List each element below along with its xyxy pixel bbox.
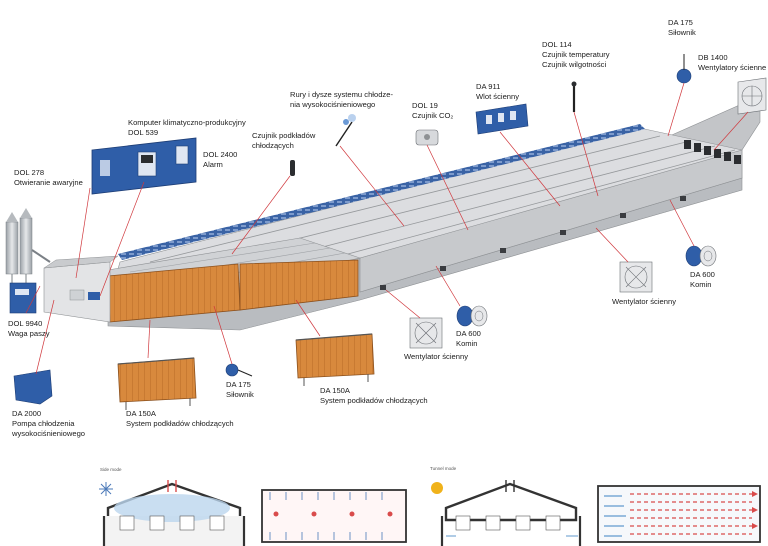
wall-fan-mid — [409, 317, 443, 349]
cooling-pad-unit-left — [117, 357, 197, 410]
snowflake-icon — [99, 482, 113, 496]
label-wall-fan-right: Wentylator ścienny — [612, 297, 677, 306]
wall-fan-right — [619, 261, 653, 293]
label-pipes: Rury i dysze systemu chłodze- nia wysoko… — [290, 90, 393, 109]
actuator-top — [676, 68, 692, 84]
feed-scale-unit — [9, 282, 37, 314]
label-da2000: DA 2000 Pompa chłodzenia wysokociśnienio… — [12, 409, 86, 438]
chimney-mid — [456, 305, 488, 327]
cooling-pad-right — [239, 259, 359, 311]
sun-icon — [431, 482, 443, 494]
label-dol278: DOL 278 Otwieranie awaryjne — [14, 168, 83, 187]
wall-fan-large — [737, 77, 767, 115]
feed-silos — [5, 208, 51, 286]
tunnel-mode-plan — [597, 485, 761, 543]
label-da175-top: DA 175 Siłownik — [668, 18, 696, 37]
label-dol2400: DOL 2400 Alarm — [203, 150, 238, 169]
cooling-pump — [13, 369, 53, 405]
tunnel-mode-section — [440, 480, 582, 546]
label-da150a-left: DA 150A System podkładów chłodzących — [126, 409, 234, 428]
side-mode-section — [102, 480, 246, 546]
label-wall-fan-mid: Wentylator ścienny — [404, 352, 469, 361]
side-mode-label: Side mode — [100, 467, 122, 472]
label-db1400: DB 1400 Wentylatory ścienne — [698, 53, 767, 72]
high-pressure-nozzle — [335, 114, 356, 147]
label-da911: DA 911 Wlot ścienny — [476, 82, 520, 101]
side-mode-plan — [261, 489, 407, 543]
leader-lines — [25, 82, 749, 375]
actuator-bottom — [225, 363, 239, 377]
label-dol114: DOL 114 Czujnik temperatury Czujnik wilg… — [542, 40, 610, 69]
label-da150a-mid: DA 150A System podkładów chłodzących — [320, 386, 428, 405]
chimney-right — [685, 245, 717, 267]
pad-sensor — [290, 160, 295, 176]
cooling-pad-unit-mid — [295, 333, 375, 386]
label-dol9940: DOL 9940 Waga paszy — [8, 319, 50, 338]
label-dol19: DOL 19 Czujnik CO₂ — [412, 101, 454, 120]
climate-computer-panel — [91, 137, 197, 195]
wall-inlet-strip — [118, 124, 645, 260]
tunnel-mode-label: Tunnel mode — [430, 466, 457, 471]
label-da175-bottom: DA 175 Siłownik — [226, 380, 254, 399]
label-pad-sensor: Czujnik podkładów chłodzących — [252, 131, 316, 150]
label-da600-mid: DA 600 Komin — [456, 329, 481, 348]
label-computer: Komputer klimatyczno-produkcyjny DOL 539 — [128, 118, 246, 137]
label-da600-right: DA 600 Komin — [690, 270, 715, 289]
temperature-humidity-sensor — [571, 81, 577, 87]
